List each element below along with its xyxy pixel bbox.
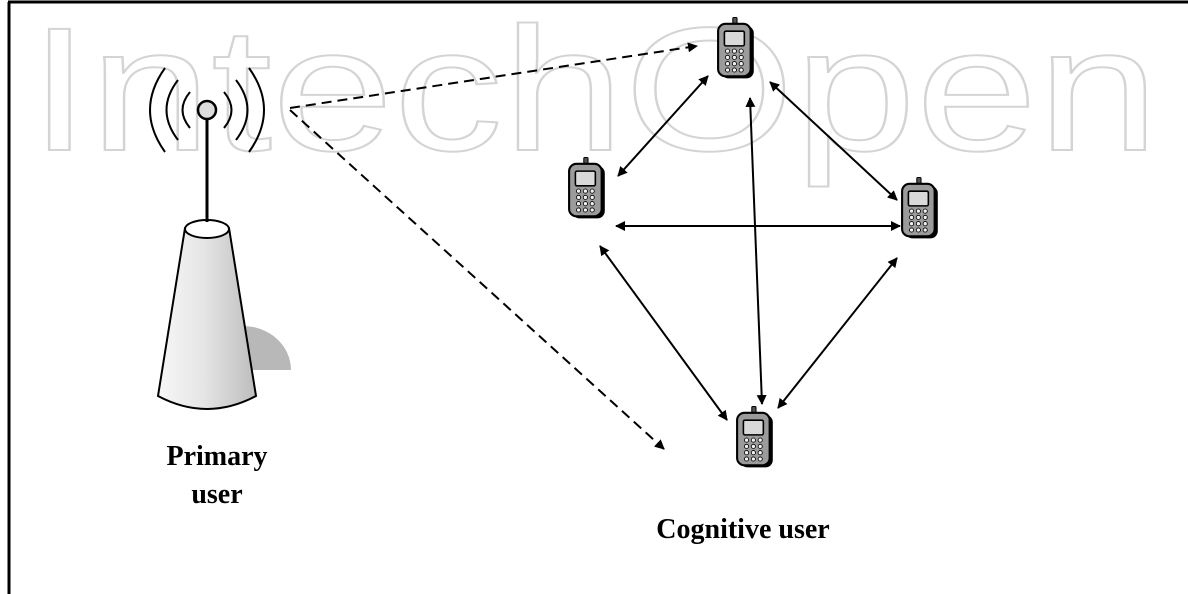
watermark-logo: IntechOpen <box>29 0 1159 188</box>
signal-wave-left-outer <box>149 67 166 153</box>
signal-wave-right-inner <box>223 91 233 129</box>
signal-wave-left-inner <box>181 91 191 129</box>
link-top-right <box>769 81 898 201</box>
mobile-phone-icon-top <box>717 16 755 80</box>
mobile-phone-icon-bottom <box>736 405 774 469</box>
tower-top <box>184 219 230 239</box>
interference-arrow-to-top-phone <box>289 42 698 109</box>
mobile-phone-icon-left <box>568 156 606 220</box>
mobile-phone-icon-right <box>901 176 939 240</box>
tower-body <box>156 221 258 410</box>
link-left-bottom <box>599 245 728 421</box>
link-right-bottom <box>777 257 898 409</box>
link-top-bottom <box>745 97 767 405</box>
signal-wave-left-mid <box>165 79 179 141</box>
tower-antenna-tip <box>196 99 218 121</box>
primary-user-label-line2: user <box>191 479 242 510</box>
signal-wave-right-outer <box>248 67 265 153</box>
cognitive-user-label: Cognitive user <box>656 514 829 545</box>
primary-user-label-line1: Primary <box>166 441 267 472</box>
signal-wave-right-mid <box>235 79 249 141</box>
link-top-left <box>617 75 709 177</box>
antenna-tower-icon <box>149 67 300 420</box>
